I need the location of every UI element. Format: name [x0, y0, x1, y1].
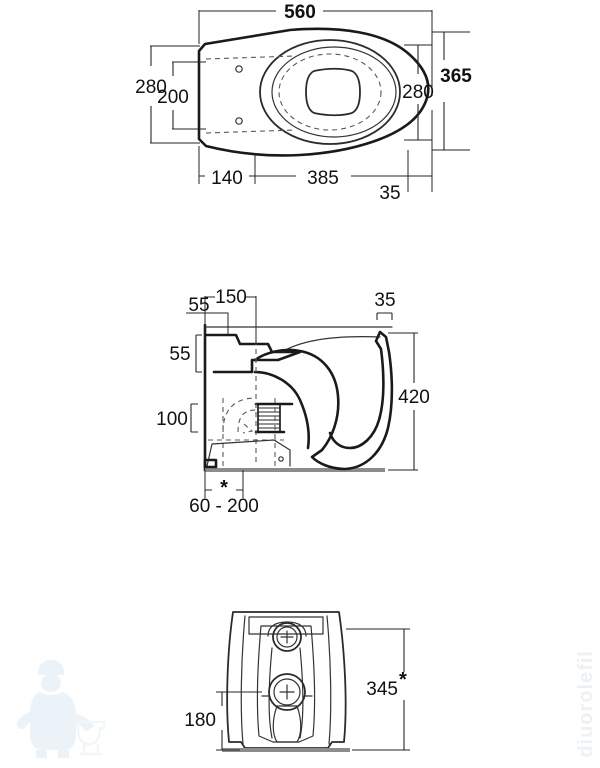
top-dim-280r-text: 280 — [402, 82, 434, 103]
top-view-body-outline — [197, 27, 430, 157]
front-view-lower-fixing-cross — [279, 684, 295, 700]
side-dim-55left-line — [195, 334, 202, 373]
side-view-hidden-trap — [222, 397, 257, 433]
side-dim-100-line — [190, 403, 198, 433]
top-view-group: 560 280 200 365 280 — [135, 2, 472, 204]
front-view-lower-fixing-outer — [268, 673, 306, 711]
front-dim-180-text: 180 — [184, 710, 216, 731]
front-view-upper-fixing-cross — [280, 630, 294, 644]
side-view-hidden-trap-inner — [237, 409, 257, 433]
side-dim-range-text: 60 - 200 — [189, 496, 259, 517]
side-dim-range-asterisk: * — [220, 477, 228, 499]
side-view-seat-profile — [205, 333, 302, 374]
side-view-detail-hole — [278, 456, 284, 462]
top-view-rim-outer — [259, 39, 401, 145]
top-view-fixing-hole-lower — [235, 117, 243, 125]
side-view-wall-bracket — [203, 458, 218, 469]
top-dim-35-text: 35 — [379, 183, 400, 204]
side-dim-100-text: 100 — [156, 409, 188, 430]
front-view-top-recess — [248, 616, 324, 635]
side-view-bowl-outline — [253, 330, 394, 471]
top-dim-140-text: 140 — [211, 168, 243, 189]
front-view-floor-line — [222, 748, 350, 752]
front-view-center-panel — [256, 625, 316, 743]
top-dim-280l-text: 280 — [135, 77, 167, 98]
top-dim-365-text: 365 — [440, 66, 472, 87]
side-dim-55top-text: 55 — [188, 295, 209, 316]
front-view-bottom-outlet — [272, 705, 302, 743]
side-view-floor-line — [205, 468, 385, 472]
front-view-upper-fixing-outer — [272, 622, 302, 652]
plumber-toilet-logo-watermark — [16, 660, 106, 758]
front-view-upper-boss-collar — [267, 621, 307, 637]
side-view-group: 150 55 55 100 35 420 * 60 - 200 — [156, 287, 430, 517]
top-view-fixing-hole-upper — [235, 65, 243, 73]
top-view-fixing-line-lower — [205, 129, 296, 134]
side-dim-420-text: 420 — [398, 387, 430, 408]
side-dim-35-line — [376, 312, 393, 320]
front-view-lower-fixing-inner — [273, 678, 301, 706]
top-view-rim-inner — [271, 46, 397, 138]
side-view-hidden-arrow — [242, 423, 254, 434]
side-view-outlet-hatching — [258, 407, 280, 429]
side-view-bowl-inner-contour — [253, 370, 311, 450]
front-view-group: 345 * 180 — [184, 611, 410, 752]
front-view-inner-panel-contour — [268, 647, 273, 739]
side-dim-55left-text: 55 — [169, 344, 190, 365]
front-view-rib-right — [326, 615, 332, 745]
brand-watermark-right: diuorolefil — [575, 650, 597, 758]
side-view-plinth-outline — [206, 439, 291, 467]
top-view-fixing-line-upper — [205, 55, 296, 60]
side-dim-150-text: 150 — [215, 287, 247, 308]
top-dim-560-text: 560 — [284, 2, 316, 23]
front-view-upper-fixing-inner — [276, 626, 298, 648]
top-dim-200-text: 200 — [157, 87, 189, 108]
side-dim-55top-leader — [186, 312, 229, 335]
front-dim-345-asterisk: * — [399, 669, 407, 691]
top-view-bowl-hidden-contour — [278, 53, 382, 131]
side-dim-35-text: 35 — [374, 290, 395, 311]
front-dim-345-text: 345 — [366, 679, 398, 700]
top-view-outlet-aperture — [305, 67, 361, 117]
front-view-rib-left — [240, 615, 246, 745]
top-dim-385-text: 385 — [307, 168, 339, 189]
